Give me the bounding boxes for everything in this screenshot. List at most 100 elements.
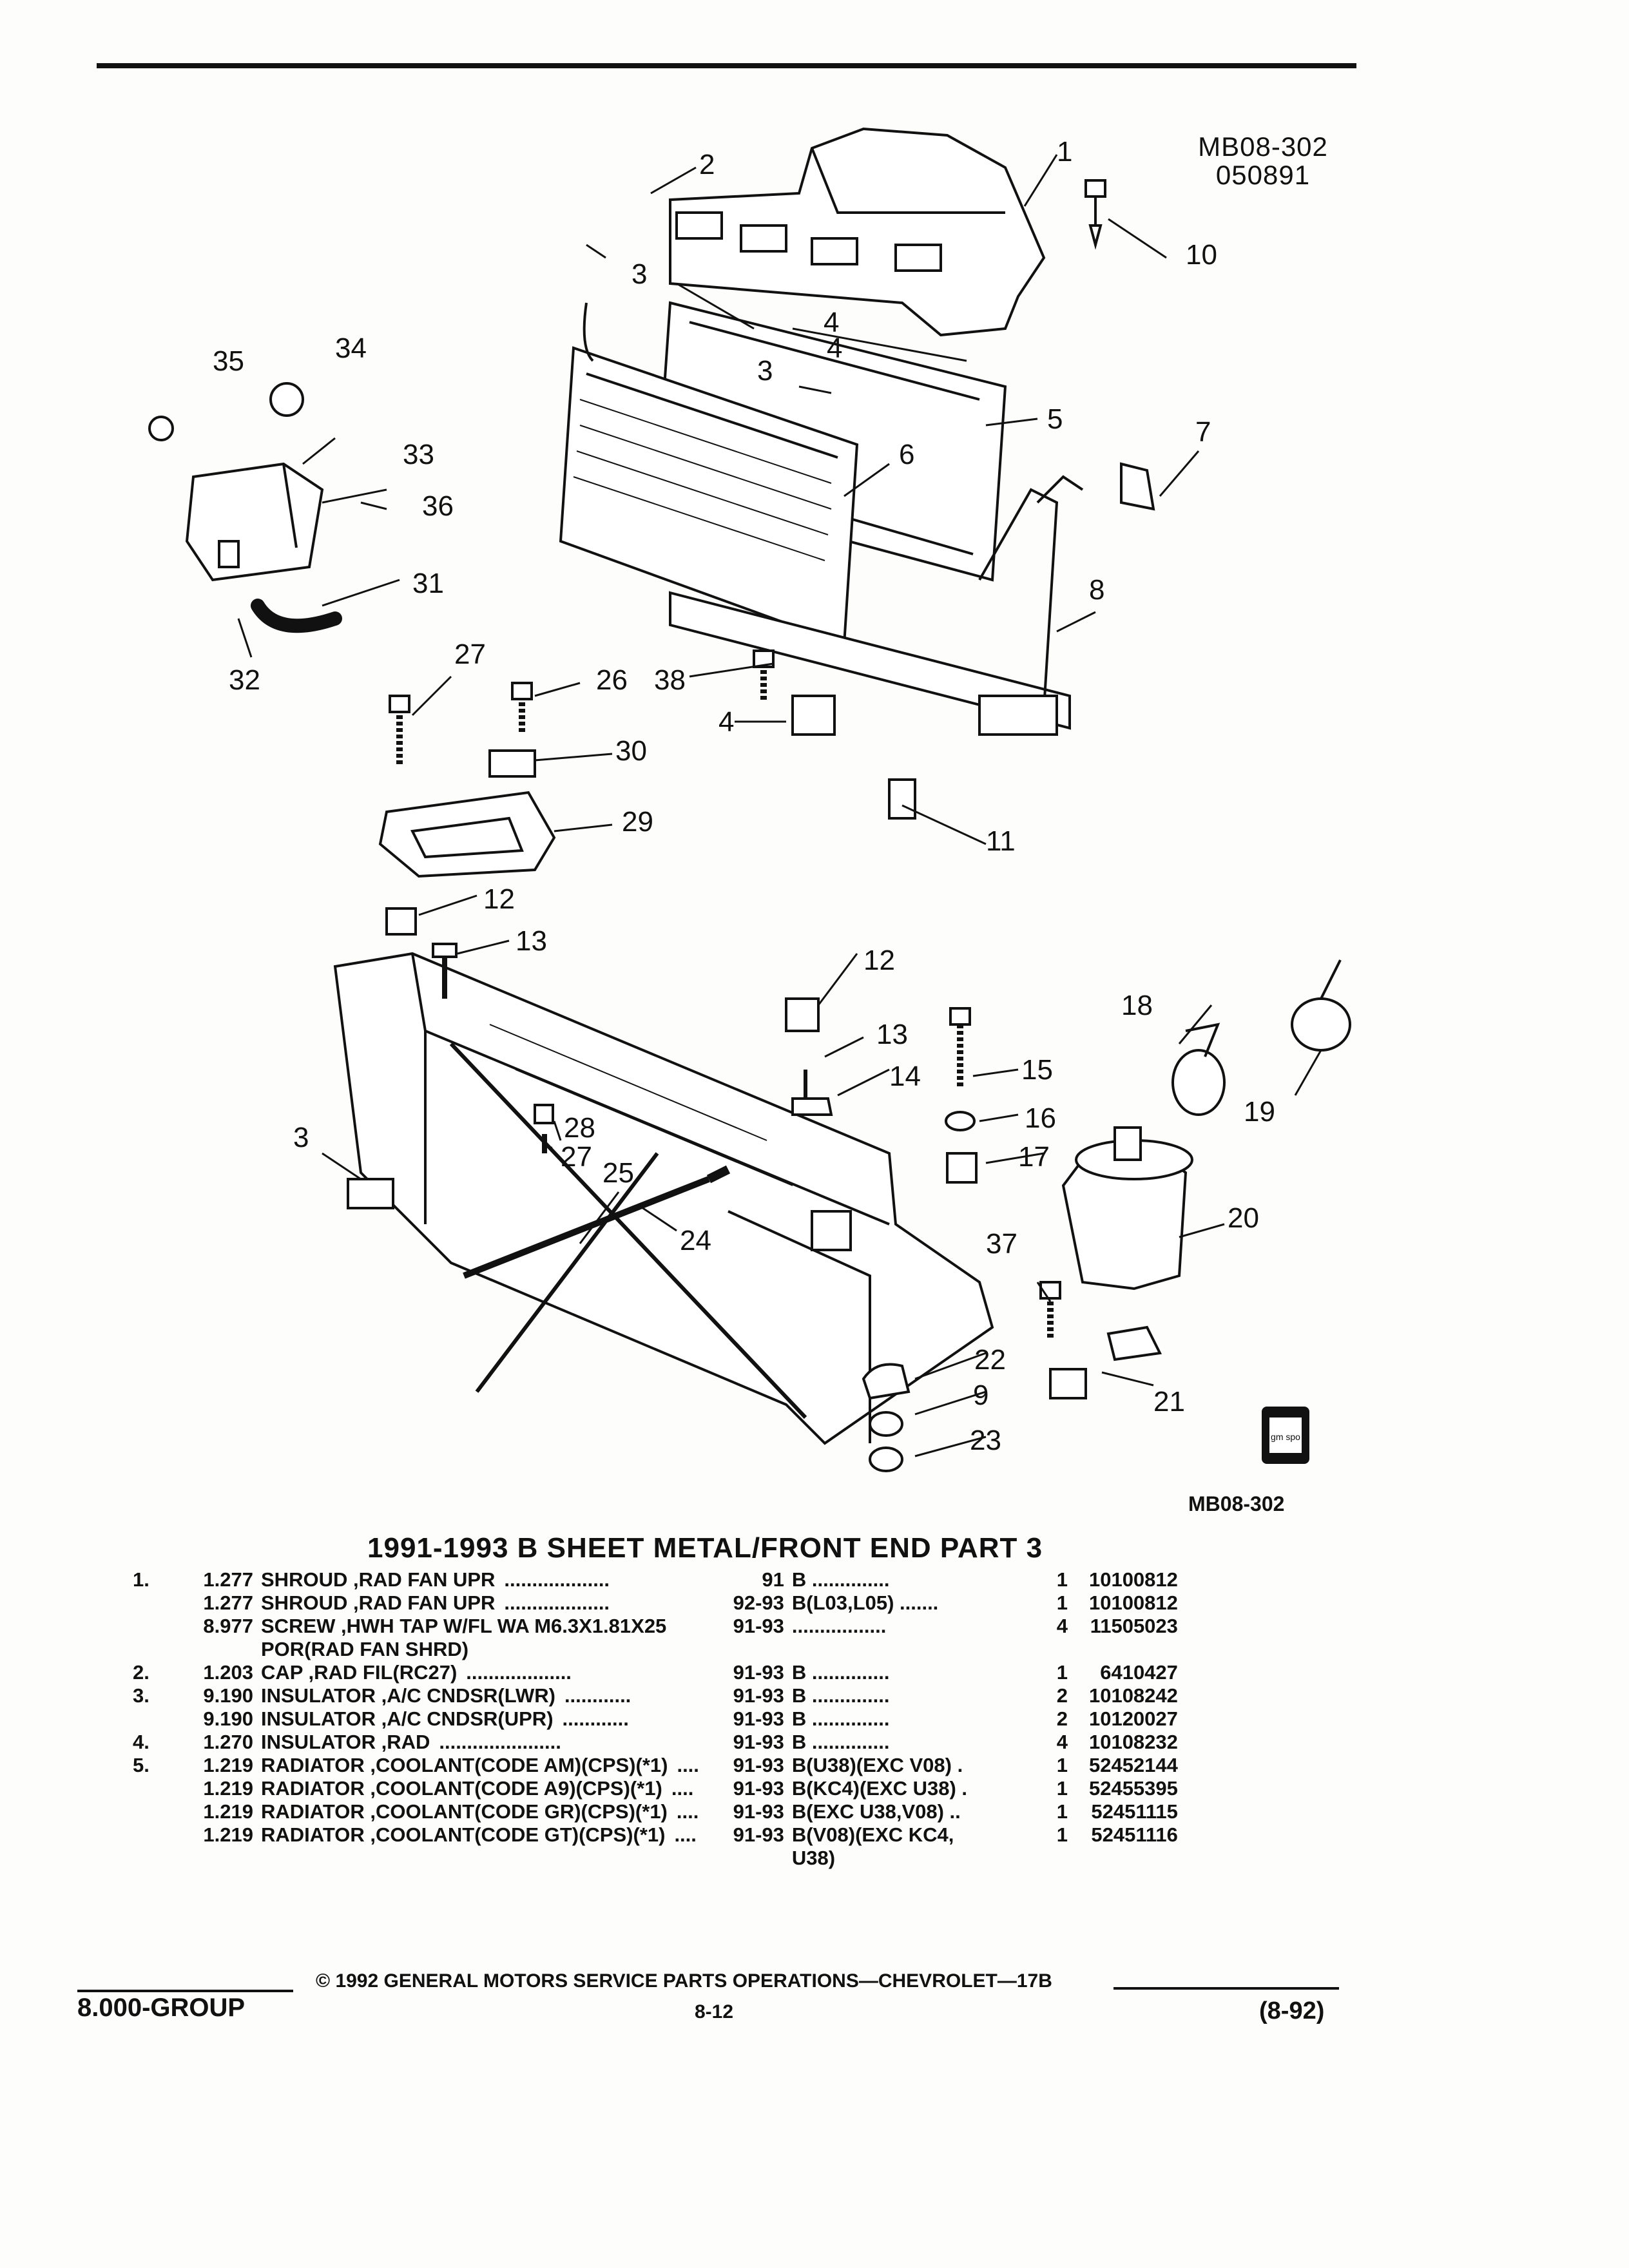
callout-22: 22 bbox=[974, 1344, 1006, 1376]
quantity-cell: 2 bbox=[1056, 1707, 1068, 1730]
callout-20: 20 bbox=[1228, 1202, 1259, 1234]
leader-lines bbox=[237, 154, 1322, 1457]
leader-dots: .... bbox=[676, 1800, 699, 1823]
description-cell: INSULATOR ,RAD...................... bbox=[257, 1731, 703, 1754]
diagram-ref-block: MB08-302 050891 bbox=[1179, 133, 1347, 189]
catalog-cell: 1.219 bbox=[203, 1800, 253, 1823]
callout-33: 33 bbox=[403, 439, 434, 470]
quantity-cell: 1 bbox=[1056, 1800, 1068, 1823]
catalog-cell: 9.190 bbox=[203, 1707, 253, 1730]
leader-dots: ............ bbox=[562, 1707, 629, 1730]
model-cell: B(EXC U38,V08) .. bbox=[791, 1800, 961, 1823]
model-cell: B .............. bbox=[791, 1731, 890, 1753]
callout-9: 9 bbox=[973, 1379, 988, 1411]
quantity-cell: 1 bbox=[1056, 1568, 1068, 1591]
part-number-cell: 10120027 bbox=[1088, 1707, 1178, 1730]
leader-dots: ...................... bbox=[439, 1731, 561, 1753]
description-cell: INSULATOR ,A/C CNDSR(LWR)............ bbox=[257, 1684, 703, 1707]
model-cell: B(U38)(EXC V08) . bbox=[791, 1754, 963, 1776]
callout-5: 5 bbox=[1047, 403, 1063, 435]
description-cell: CAP ,RAD FIL(RC27)................... bbox=[257, 1661, 703, 1684]
part-key-cell bbox=[129, 1800, 182, 1823]
model-cell: B .............. bbox=[791, 1684, 890, 1707]
fasteners-lower bbox=[347, 907, 1162, 1472]
part-number-cell: 10108232 bbox=[1088, 1731, 1178, 1753]
callout-14: 14 bbox=[889, 1061, 921, 1092]
model-cell bbox=[788, 1638, 1047, 1661]
callout-29: 29 bbox=[622, 806, 653, 838]
years-cell: 91-93 bbox=[733, 1615, 784, 1637]
years-cell: 91-93 bbox=[733, 1707, 784, 1730]
callout-labels: 1 2 3 4 5 6 7 8 10 11 26 27 29 30 31 32 … bbox=[213, 136, 1275, 1456]
description-cell: SCREW ,HWH TAP W/FL WA M6.3X1.81X25 bbox=[257, 1615, 703, 1638]
callout-21: 21 bbox=[1153, 1386, 1185, 1418]
description-cell: RADIATOR ,COOLANT(CODE GT)(CPS)(*1).... bbox=[257, 1823, 703, 1847]
quantity-cell: 1 bbox=[1056, 1591, 1068, 1614]
years-cell: 91-93 bbox=[733, 1684, 784, 1707]
part-number-cell: 6410427 bbox=[1100, 1661, 1178, 1684]
callout-6: 6 bbox=[899, 439, 914, 470]
top-rule bbox=[97, 63, 1356, 68]
callout-28: 28 bbox=[564, 1112, 595, 1144]
years-cell: 91-93 bbox=[733, 1823, 784, 1846]
callout-34: 34 bbox=[335, 332, 367, 364]
callout-1: 1 bbox=[1057, 136, 1072, 168]
callout-30: 30 bbox=[615, 735, 647, 767]
horn-parts bbox=[1061, 959, 1351, 1291]
section-title: 1991-1993 B SHEET METAL/FRONT END PART 3 bbox=[367, 1532, 1043, 1564]
quantity-cell: 1 bbox=[1056, 1661, 1068, 1684]
description-cell: SHROUD ,RAD FAN UPR................... bbox=[257, 1591, 703, 1615]
callout-27a: 27 bbox=[454, 639, 486, 670]
catalog-cell: 1.219 bbox=[203, 1777, 253, 1800]
catalog-cell: 9.190 bbox=[203, 1684, 253, 1707]
description-text: INSULATOR ,A/C CNDSR(LWR) bbox=[261, 1684, 555, 1707]
catalog-cell: 1.219 bbox=[203, 1754, 253, 1776]
callout-13b: 13 bbox=[876, 1019, 908, 1050]
callout-2: 2 bbox=[699, 149, 715, 180]
quantity-cell bbox=[1047, 1847, 1077, 1870]
catalog-cell bbox=[182, 1847, 257, 1870]
callout-19: 19 bbox=[1244, 1096, 1275, 1128]
callout-4b: 4 bbox=[718, 706, 734, 738]
exploded-parts-diagram: 1 2 3 4 5 6 7 8 10 11 26 27 29 30 31 32 … bbox=[148, 127, 1351, 1472]
catalog-cell: 1.270 bbox=[203, 1731, 253, 1753]
years-cell: 91 bbox=[762, 1568, 784, 1591]
description-text: RADIATOR ,COOLANT(CODE A9)(CPS)(*1) bbox=[261, 1777, 662, 1800]
callout-17: 17 bbox=[1018, 1141, 1050, 1173]
leader-dots: ............ bbox=[564, 1684, 631, 1707]
part-key-cell: 3. bbox=[133, 1684, 149, 1707]
model-cell: B .............. bbox=[791, 1568, 890, 1591]
callout-12b: 12 bbox=[863, 945, 895, 976]
quantity-cell: 1 bbox=[1056, 1777, 1068, 1800]
callout-32: 32 bbox=[229, 664, 260, 696]
part-key-cell bbox=[129, 1638, 182, 1661]
callout-4: 4 bbox=[824, 307, 839, 338]
callout-31: 31 bbox=[412, 568, 444, 599]
part-number-cell: 52452144 bbox=[1088, 1754, 1178, 1776]
description-cell: INSULATOR ,A/C CNDSR(UPR)............ bbox=[257, 1707, 703, 1731]
callout-12a: 12 bbox=[483, 883, 515, 915]
footer-copyright: © 1992 GENERAL MOTORS SERVICE PARTS OPER… bbox=[316, 1970, 1052, 1992]
description-cell: SHROUD ,RAD FAN UPR................... bbox=[257, 1568, 703, 1591]
part-key-cell bbox=[129, 1823, 182, 1847]
description-text: INSULATOR ,RAD bbox=[261, 1731, 430, 1753]
callout-38: 38 bbox=[654, 664, 686, 696]
leader-dots: .... bbox=[674, 1823, 697, 1846]
footer-rule-right bbox=[1113, 1987, 1339, 1990]
footer-date: (8-92) bbox=[1259, 1997, 1325, 2024]
callout-7: 7 bbox=[1195, 416, 1211, 448]
part-number-cell bbox=[1077, 1638, 1182, 1661]
description-cell: RADIATOR ,COOLANT(CODE GR)(CPS)(*1).... bbox=[257, 1800, 703, 1823]
description-text: CAP ,RAD FIL(RC27) bbox=[261, 1661, 458, 1684]
part-key-cell bbox=[129, 1847, 182, 1870]
catalog-cell: 1.203 bbox=[203, 1661, 253, 1684]
part-number-cell bbox=[1077, 1847, 1182, 1870]
description-cell: RADIATOR ,COOLANT(CODE A9)(CPS)(*1).... bbox=[257, 1777, 703, 1800]
callout-16: 16 bbox=[1025, 1102, 1056, 1134]
part-key-cell bbox=[129, 1777, 182, 1800]
description-cell: POR(RAD FAN SHRD) bbox=[257, 1638, 703, 1661]
years-cell bbox=[703, 1638, 788, 1661]
